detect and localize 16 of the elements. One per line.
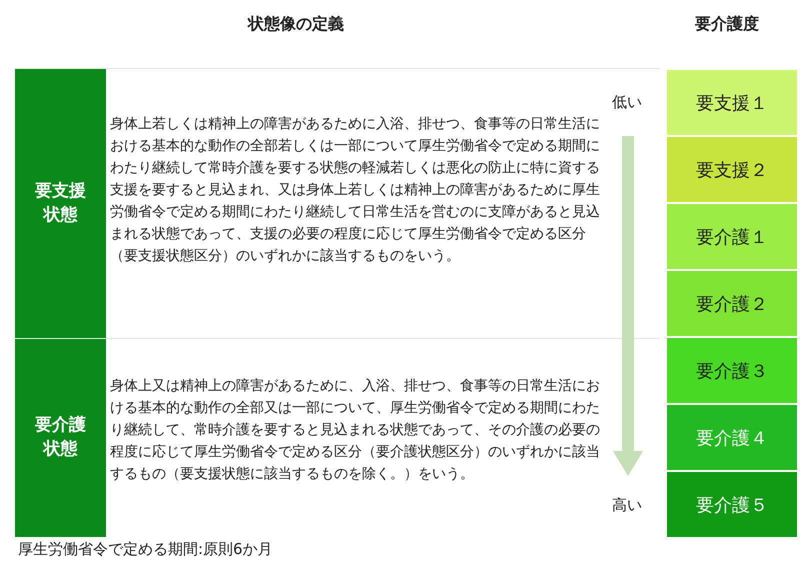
care-level-box: 要介護３	[667, 336, 797, 403]
category-label: 要介護状態	[15, 339, 106, 537]
care-level-box: 要介護２	[667, 269, 797, 336]
definition-text: 身体上又は精神上の障害があるために、入浴、排せつ、食事等の日常生活における基本的な動作の全部又は一部について、厚生労働省令で定める期間にわたり継続して、常時介護を要すると見込まれる状態であって、その介護の必要の程度に応じて厚生労働省令で定める区分（要介護状態区分）のいずれかに該当するもの（要支援状態に該当するものを除く。）をいう。	[110, 377, 601, 484]
care-level-box: 要支援２	[667, 135, 797, 202]
care-level-box: 要介護５	[667, 470, 797, 537]
care-level-box: 要支援１	[667, 68, 797, 135]
definition-text: 身体上若しくは精神上の障害があるために入浴、排せつ、食事等の日常生活における基本的な動作の全部若しくは一部について厚生労働省令で定める期間にわたり継続して常時介護を要する状態の軽減若しくは悪化の防止に特に資する支援を要すると見込まれ、又は身体上若しくは精神上の障害があるために厚生労働省令で定める期間にわたり継続して日常生活を営むのに支障があると見込まれる状態であって、支援の必要の程度に応じて厚生労働省令で定める区分（要支援状態区分）のいずれかに該当するものをいう。	[110, 115, 601, 266]
scale-label: 低い	[612, 93, 642, 112]
care-level-box: 要介護４	[667, 403, 797, 470]
care-level-box: 要介護１	[667, 202, 797, 269]
category-label: 要支援状態	[15, 69, 106, 338]
column-header: 状態像の定義	[248, 14, 344, 35]
footnote: 厚生労働省令で定める期間:原則6か月	[18, 540, 273, 559]
scale-label: 高い	[612, 496, 642, 515]
column-header: 要介護度	[695, 14, 759, 35]
